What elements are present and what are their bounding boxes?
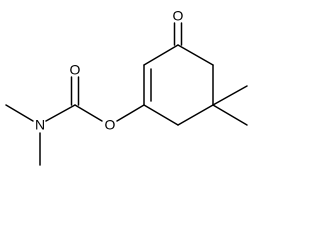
atom-carbonyl-oxygen: O — [70, 62, 81, 78]
bond-n-methyl-left — [5, 104, 34, 122]
bond-ester-o-to-carbonyl — [74, 104, 103, 122]
bond-methyl-down — [212, 104, 248, 126]
atom-amine-nitrogen: N — [35, 117, 45, 133]
atom-ester-oxygen: O — [105, 117, 116, 133]
bond-methyl-up — [212, 85, 248, 106]
bond-carbonyl-to-n — [45, 104, 76, 122]
chemical-structure-diagram: O O O N — [5, 8, 248, 166]
atom-ketone-oxygen: O — [173, 8, 184, 24]
bond-ring-c4-c5 — [143, 104, 179, 126]
bond-ring-c1-c2 — [177, 44, 214, 66]
bond-ring-to-ester-o — [116, 104, 145, 122]
bond-ring-c3-c4 — [177, 104, 214, 126]
bond-ring-c6-c1 — [143, 44, 179, 66]
